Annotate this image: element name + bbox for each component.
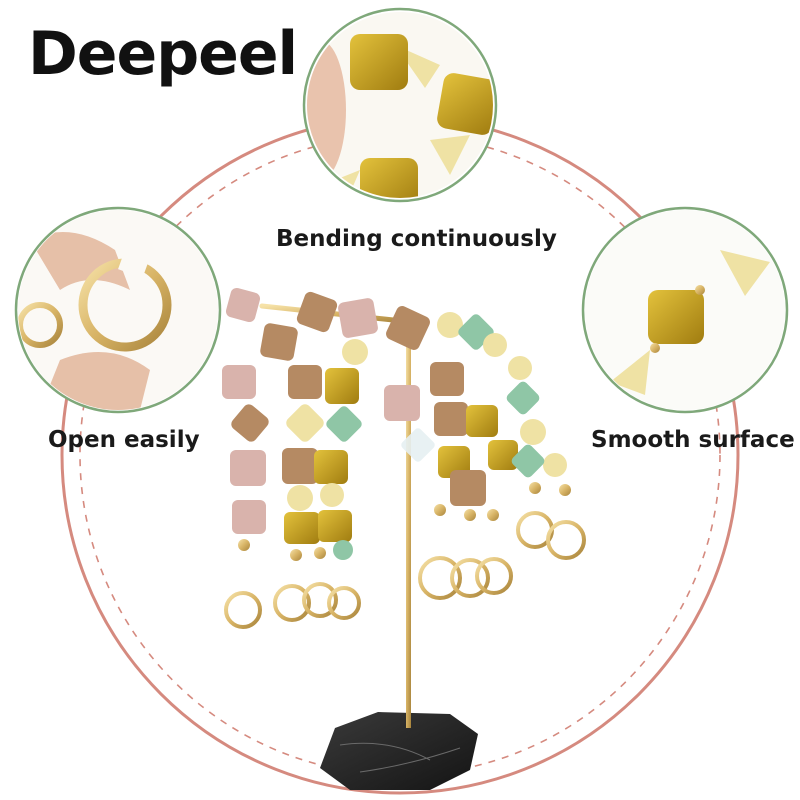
detail-smooth xyxy=(581,206,789,414)
brand-logo: Deepeel xyxy=(28,19,298,89)
detail-bending xyxy=(302,7,498,203)
caption-open: Open easily xyxy=(48,427,200,453)
inner-dashed-ring xyxy=(79,134,721,776)
detail-open xyxy=(14,206,222,414)
caption-smooth: Smooth surface xyxy=(591,427,795,453)
display-stand xyxy=(259,303,478,790)
caption-bending: Bending continuously xyxy=(276,226,557,252)
bead-strands xyxy=(222,287,586,629)
